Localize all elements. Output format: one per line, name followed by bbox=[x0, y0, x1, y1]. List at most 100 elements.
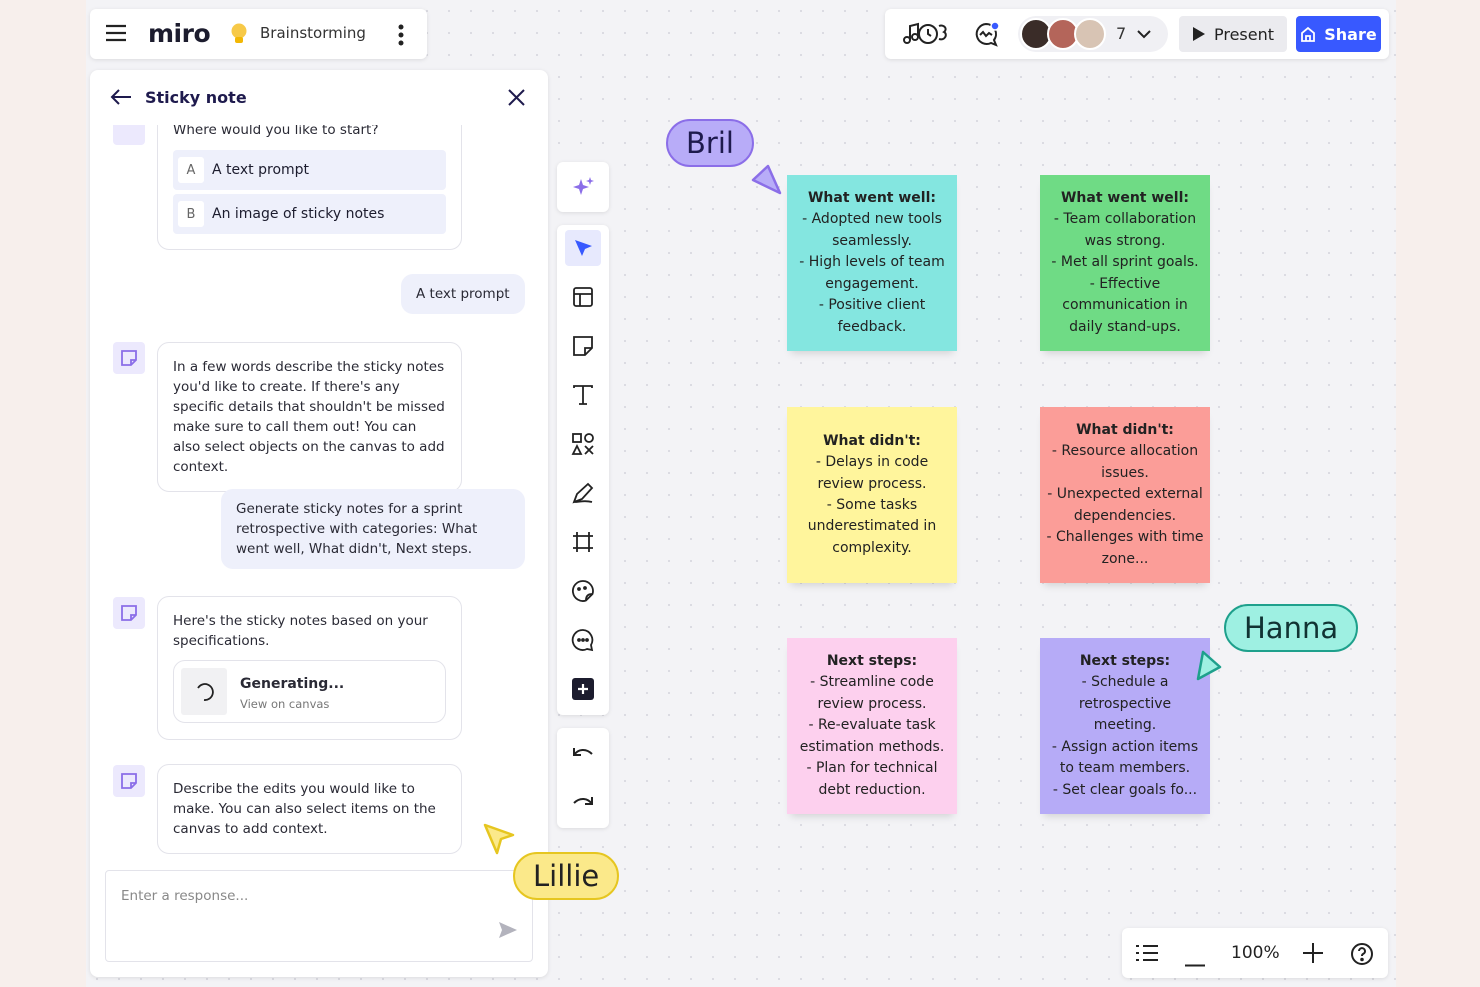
response-input[interactable]: Enter a response... bbox=[105, 870, 533, 962]
sticky-note-next-steps[interactable]: Next steps: - Schedule a retrospective me… bbox=[1040, 638, 1210, 814]
sticky-line: - Plan for technical debt reduction. bbox=[806, 760, 938, 798]
sticky-line: - Streamline code review process. bbox=[810, 674, 934, 712]
panel-title: Sticky note bbox=[145, 88, 247, 107]
generating-card[interactable]: Generating... View on canvas bbox=[173, 660, 446, 723]
sticky-note-icon bbox=[121, 350, 137, 366]
sticky-title: Next steps: bbox=[1079, 653, 1171, 670]
sticky-line: - Some tasks underestimated in complexit… bbox=[807, 497, 937, 556]
sticky-title: What didn't: bbox=[1076, 422, 1174, 439]
generating-title: Generating... bbox=[240, 676, 345, 692]
present-label: Present bbox=[1213, 24, 1275, 44]
templates-icon[interactable] bbox=[565, 279, 601, 315]
board-name[interactable]: Brainstorming bbox=[260, 24, 366, 42]
comment-icon[interactable] bbox=[565, 622, 601, 658]
option-key: B bbox=[178, 201, 204, 227]
chat-history[interactable]: Where would you like to start? A A text p… bbox=[90, 125, 548, 865]
shapes-icon[interactable] bbox=[565, 426, 601, 462]
chevron-down-icon bbox=[1136, 26, 1152, 45]
collaborator-count: 7 bbox=[1116, 24, 1127, 43]
zoom-in-icon[interactable] bbox=[1303, 943, 1323, 967]
sticky-title: Next steps: bbox=[826, 653, 918, 670]
bot-message: In a few words describe the sticky notes… bbox=[157, 342, 462, 492]
menu-icon[interactable] bbox=[106, 24, 126, 46]
sticky-line: - Schedule a retrospective meeting. bbox=[1078, 674, 1172, 734]
message-text: Here's the sticky notes based on your sp… bbox=[173, 613, 428, 649]
more-options-icon[interactable] bbox=[398, 24, 404, 50]
sticky-line: - Met all sprint goals. bbox=[1051, 254, 1199, 271]
collaborators-dropdown[interactable]: 7 bbox=[1018, 16, 1168, 52]
spinner-icon bbox=[181, 668, 227, 715]
present-button[interactable]: Present bbox=[1179, 16, 1287, 52]
select-tool-icon[interactable] bbox=[565, 230, 601, 266]
sticky-line: - Effective communication in daily stand… bbox=[1062, 275, 1188, 335]
sticky-line: - Unexpected external dependencies. bbox=[1047, 486, 1203, 524]
sticky-note-didnt[interactable]: What didn't: - Resource allocation issues… bbox=[1040, 407, 1210, 583]
list-icon[interactable] bbox=[1136, 944, 1158, 966]
more-tools-icon[interactable] bbox=[565, 671, 601, 707]
response-placeholder: Enter a response... bbox=[121, 888, 249, 904]
sticky-line: - Set clear goals fo... bbox=[1052, 781, 1198, 798]
bot-message: Here's the sticky notes based on your sp… bbox=[157, 596, 462, 740]
sticky-note-went-well[interactable]: What went well:- Team collaboration was … bbox=[1040, 175, 1210, 351]
zoom-out-icon[interactable] bbox=[1185, 952, 1205, 971]
user-message: Generate sticky notes for a sprint retro… bbox=[221, 489, 525, 569]
avatar bbox=[1074, 18, 1106, 50]
zoom-level[interactable]: 100% bbox=[1231, 943, 1280, 963]
close-icon[interactable] bbox=[508, 89, 525, 110]
frame-icon[interactable] bbox=[565, 524, 601, 560]
sticky-note-icon[interactable] bbox=[565, 328, 601, 364]
sticky-title: What didn't: bbox=[823, 432, 921, 449]
user-message: A text prompt bbox=[401, 274, 525, 314]
board-header: miro Brainstorming bbox=[90, 9, 427, 59]
option-label: A text prompt bbox=[212, 162, 310, 178]
sticky-note-didnt[interactable]: What didn't: - Delays in code review proc… bbox=[787, 407, 957, 583]
ai-sparkle-icon[interactable] bbox=[565, 169, 601, 205]
sticky-line: - Challenges with time zone... bbox=[1046, 529, 1204, 567]
bot-avatar bbox=[113, 765, 145, 797]
sticky-line: - Re-evaluate task estimation methods. bbox=[799, 717, 945, 755]
help-icon[interactable] bbox=[1350, 942, 1374, 970]
share-label: Share bbox=[1324, 24, 1377, 44]
option-label: An image of sticky notes bbox=[212, 206, 385, 222]
share-button[interactable]: Share bbox=[1296, 16, 1381, 52]
cursor-arrow-icon bbox=[1196, 650, 1222, 681]
bot-avatar bbox=[113, 125, 145, 145]
back-arrow-icon[interactable] bbox=[110, 88, 132, 110]
view-on-canvas-link[interactable]: View on canvas bbox=[240, 697, 330, 711]
sticky-note-icon bbox=[121, 605, 137, 621]
sticky-note-went-well[interactable]: What went well:- Adopted new tools seaml… bbox=[787, 175, 957, 351]
cursor-label-lillie: Lillie bbox=[513, 852, 620, 900]
text-tool-icon[interactable] bbox=[565, 377, 601, 413]
zoom-controls: 100% bbox=[1122, 928, 1388, 978]
redo-icon[interactable] bbox=[565, 783, 601, 819]
miro-logo[interactable]: miro bbox=[148, 19, 211, 48]
ai-toolbar bbox=[557, 162, 609, 212]
sticky-line: - Positive client feedback. bbox=[818, 297, 926, 335]
share-icon bbox=[1301, 26, 1316, 42]
option-image[interactable]: B An image of sticky notes bbox=[173, 194, 446, 234]
stickers-icon[interactable] bbox=[565, 573, 601, 609]
send-icon[interactable] bbox=[498, 921, 518, 943]
cursor-label-bril: Bril bbox=[666, 119, 754, 167]
main-toolbar bbox=[557, 225, 609, 715]
sticky-note-icon bbox=[121, 773, 137, 789]
question-text: Where would you like to start? bbox=[173, 125, 379, 138]
chat-icon[interactable] bbox=[974, 21, 1002, 53]
sticky-line: - Resource allocation issues. bbox=[1051, 443, 1199, 481]
lightbulb-icon bbox=[230, 23, 248, 49]
sticky-line: - High levels of team engagement. bbox=[799, 254, 945, 292]
history-toolbar bbox=[557, 728, 609, 828]
option-text-prompt[interactable]: A A text prompt bbox=[173, 150, 446, 190]
cursor-arrow-icon bbox=[483, 823, 515, 855]
cursor-label-hanna: Hanna bbox=[1224, 604, 1359, 652]
pen-icon[interactable] bbox=[565, 475, 601, 511]
reactions-icon[interactable] bbox=[899, 21, 949, 51]
bot-avatar bbox=[113, 597, 145, 629]
option-key: A bbox=[178, 157, 204, 183]
cursor-arrow-icon bbox=[751, 164, 782, 195]
ai-sticky-panel: Sticky note Where would you like to star… bbox=[90, 70, 548, 977]
sticky-title: What went well: bbox=[807, 190, 936, 207]
sticky-line: - Delays in code review process. bbox=[815, 454, 929, 492]
sticky-note-next-steps[interactable]: Next steps: - Streamline code review proc… bbox=[787, 638, 957, 814]
undo-icon[interactable] bbox=[565, 735, 601, 771]
